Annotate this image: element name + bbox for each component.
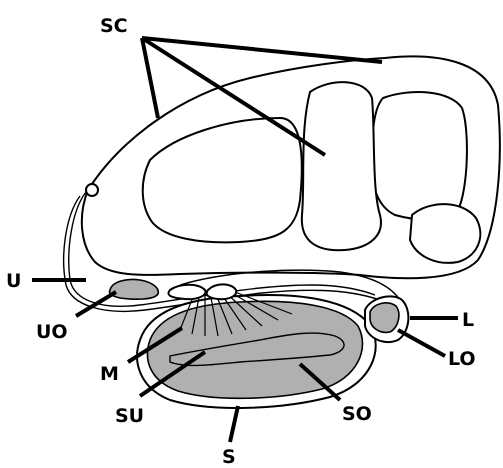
- lagenar-otoconia: [370, 303, 399, 333]
- ampulla-mark: [86, 184, 98, 196]
- sc-leader-1: [142, 38, 158, 118]
- canal-opening-right: [372, 92, 467, 220]
- saccular-otoconia: [147, 301, 362, 398]
- s-leader: [230, 406, 238, 442]
- nerve-entry-left: [168, 285, 205, 299]
- label-u: U: [6, 270, 21, 292]
- label-su: SU: [115, 405, 144, 427]
- lo-leader: [398, 330, 445, 356]
- label-m: M: [100, 363, 119, 385]
- common-crus: [302, 82, 381, 250]
- sc-leader-3: [142, 38, 382, 62]
- label-s: S: [222, 446, 236, 468]
- label-lo: LO: [448, 348, 476, 370]
- label-sc: SC: [100, 15, 128, 37]
- label-so: SO: [342, 403, 372, 425]
- canal-ampulla-right: [410, 204, 480, 263]
- nerve-entry-right: [207, 284, 237, 299]
- label-uo: UO: [36, 321, 68, 343]
- utricular-otoconia: [109, 279, 158, 299]
- uo-leader: [76, 292, 116, 316]
- label-l: L: [462, 309, 474, 331]
